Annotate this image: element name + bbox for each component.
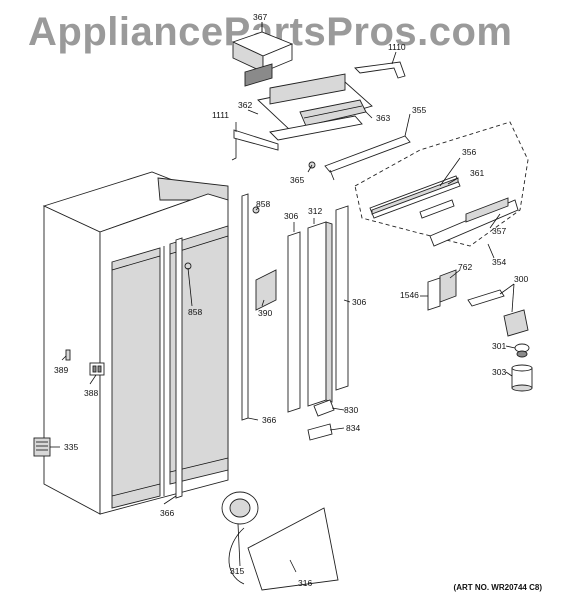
- callout-830: 830: [344, 405, 358, 415]
- callout-300: 300: [514, 274, 528, 284]
- part-389: [65, 349, 71, 361]
- part-367-housing: [231, 22, 294, 87]
- callout-356: 356: [462, 147, 476, 157]
- callout-1546: 1546: [400, 290, 419, 300]
- part-301-bushing: [514, 343, 530, 358]
- part-834-bracket: [307, 423, 333, 441]
- callout-306-right: 306: [352, 297, 366, 307]
- callout-858-lower: 858: [188, 307, 202, 317]
- part-1111-bracket: [231, 129, 279, 161]
- callout-labels: 367 1110 362 355 1111 363 356 361 365 85…: [54, 12, 528, 588]
- part-300-motor: [467, 289, 529, 337]
- callout-303: 303: [492, 367, 506, 377]
- callout-355: 355: [412, 105, 426, 115]
- callout-363: 363: [376, 113, 390, 123]
- callout-365: 365: [290, 175, 304, 185]
- callout-762: 762: [458, 262, 472, 272]
- callout-834: 834: [346, 423, 360, 433]
- callout-390: 390: [258, 308, 272, 318]
- part-303-drum: [511, 364, 533, 392]
- callout-388: 388: [84, 388, 98, 398]
- callout-312: 312: [308, 206, 322, 216]
- callout-354: 354: [492, 257, 506, 267]
- part-366-gasket: [175, 193, 249, 499]
- part-315-valve: [221, 491, 259, 585]
- callout-306-left: 306: [284, 211, 298, 221]
- leader-lines: [50, 22, 516, 573]
- part-306-channel: [335, 205, 349, 391]
- part-case: [42, 171, 229, 515]
- callout-1110: 1110: [388, 42, 406, 52]
- part-354-control-assembly: [354, 121, 529, 247]
- part-1110-rod: [354, 61, 406, 79]
- part-363-tray: [257, 73, 373, 141]
- part-312-panel: [307, 221, 333, 407]
- callout-315: 315: [230, 566, 244, 576]
- callout-366-lower: 366: [160, 508, 174, 518]
- part-388-socket: [89, 362, 105, 376]
- art-number: (ART NO. WR20744 C8): [453, 583, 542, 592]
- callout-361: 361: [470, 168, 484, 178]
- callout-858-upper: 858: [256, 199, 270, 209]
- callout-301: 301: [492, 341, 506, 351]
- callout-362: 362: [238, 100, 252, 110]
- callout-335: 335: [64, 442, 78, 452]
- part-390-plate: [255, 269, 277, 311]
- part-335-vent: [33, 437, 51, 457]
- part-355-bar: [324, 135, 411, 181]
- part-316-cover: [247, 507, 339, 591]
- callout-366-upper: 366: [262, 415, 276, 425]
- part-306-channel: [287, 231, 301, 413]
- part-762-cover: [439, 269, 457, 303]
- part-1546-bracket: [427, 277, 441, 311]
- callout-316: 316: [298, 578, 312, 588]
- callout-367: 367: [253, 12, 267, 22]
- callout-1111: 1111: [212, 110, 229, 120]
- callout-389: 389: [54, 365, 68, 375]
- callout-357: 357: [492, 226, 506, 236]
- part-830-bracket: [313, 399, 335, 417]
